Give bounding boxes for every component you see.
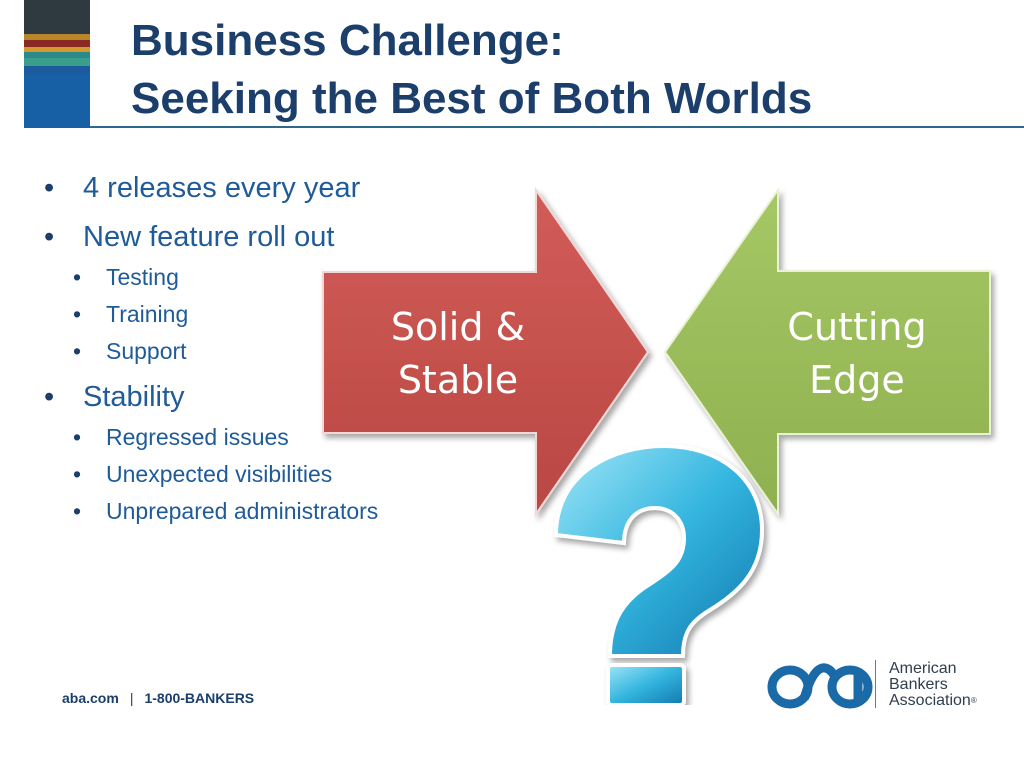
logo-wordmark: American Bankers Association® xyxy=(889,661,977,709)
question-mark-icon xyxy=(553,443,765,705)
solid-stable-label-line-2: Stable xyxy=(398,358,518,402)
bullet-item: New feature roll out xyxy=(40,219,378,255)
logo-line-2: Bankers xyxy=(889,676,948,693)
footer-separator: | xyxy=(129,690,134,706)
title-divider xyxy=(90,126,1024,128)
logo-divider xyxy=(875,660,876,708)
logo-line-1: American xyxy=(889,660,957,677)
registered-mark: ® xyxy=(970,696,977,705)
sub-bullet-item: Unprepared administrators xyxy=(40,496,378,526)
phone-number: 1-800-BANKERS xyxy=(144,690,255,706)
logo-line-3-text: Association xyxy=(889,692,971,709)
footer: aba.com | 1-800-BANKERS xyxy=(62,690,254,706)
slide-title-line-1: Business Challenge: xyxy=(131,16,564,65)
solid-stable-label-line-1: Solid & xyxy=(391,305,525,349)
sub-bullet-item: Regressed issues xyxy=(40,422,378,452)
decorative-color-bar xyxy=(24,0,90,128)
logo-line-3: Association® xyxy=(889,693,977,709)
sub-bullet-item: Unexpected visibilities xyxy=(40,459,378,489)
sub-bullet-item: Training xyxy=(40,299,378,329)
slide-title-line-2: Seeking the Best of Both Worlds xyxy=(131,74,813,123)
aba-logo-icon xyxy=(767,663,873,709)
bullet-list: 4 releases every year New feature roll o… xyxy=(40,170,378,526)
cutting-edge-label-line-2: Edge xyxy=(809,358,905,402)
sub-bullet-item: Support xyxy=(40,336,378,366)
cutting-edge-label-line-1: Cutting xyxy=(787,305,926,349)
cutting-edge-arrow xyxy=(663,186,991,518)
sub-bullet-item: Testing xyxy=(40,262,378,292)
bullet-item: Stability xyxy=(40,379,378,415)
converging-arrows-diagram: Cutting Edge Solid & Stable xyxy=(322,186,991,705)
solid-stable-arrow xyxy=(322,186,650,518)
bullet-item: 4 releases every year xyxy=(40,170,378,206)
website-link[interactable]: aba.com xyxy=(62,690,119,706)
slide-title: Business Challenge: Seeking the Best of … xyxy=(131,12,812,128)
